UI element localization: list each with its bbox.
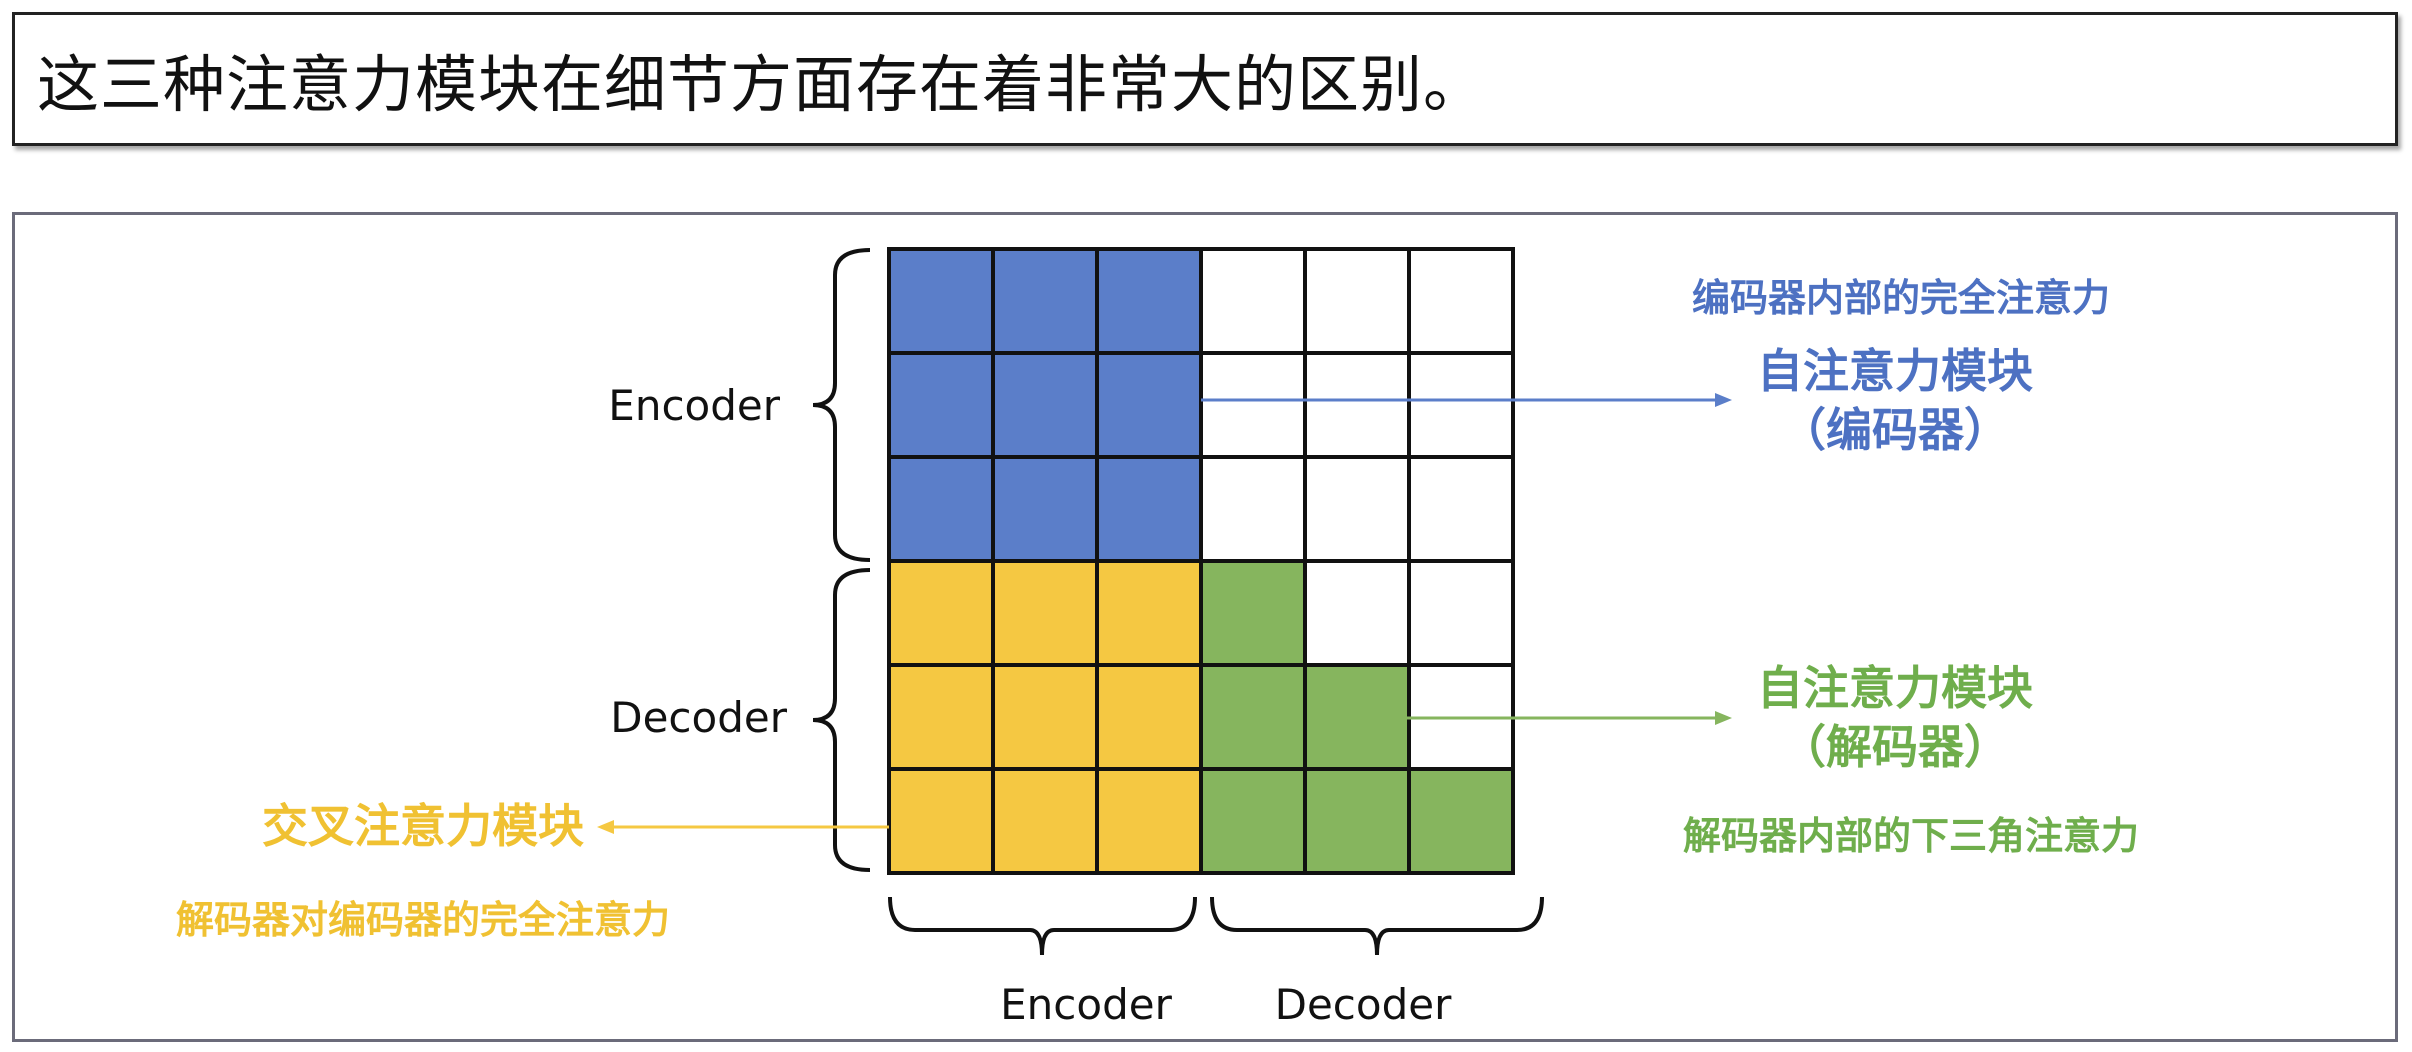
decoder-self-attention-arrow [1407, 711, 1732, 725]
matrix-cell-empty [1407, 351, 1515, 459]
matrix-cell-cross [1095, 663, 1203, 771]
title-box: 这三种注意力模块在细节方面存在着非常大的区别。 [12, 12, 2398, 146]
matrix-cell-encoder-self [1095, 455, 1203, 563]
decoder-self-attention-subtitle: （解码器） [1780, 720, 2010, 774]
matrix-cell-empty [1303, 559, 1411, 667]
matrix-cell-empty [1407, 455, 1515, 563]
matrix-cell-empty [1199, 247, 1307, 355]
col-label-encoder: Encoder [1000, 980, 1172, 1029]
encoder-attention-caption: 编码器内部的完全注意力 [1692, 276, 2110, 320]
attention-matrix [887, 247, 1515, 875]
attention-diagram: Encoder Decoder Encoder Decoder 编码器内部的完全… [176, 247, 2139, 1029]
decoder-row-brace [812, 568, 871, 872]
matrix-cell-decoder-self [1199, 767, 1307, 875]
decoder-col-brace [1210, 896, 1544, 956]
matrix-cell-decoder-self [1407, 767, 1515, 875]
matrix-cell-encoder-self [887, 351, 995, 459]
encoder-row-brace [812, 248, 871, 562]
matrix-cell-empty [1199, 455, 1307, 563]
encoder-self-attention-subtitle: （编码器） [1780, 403, 2010, 457]
matrix-cell-decoder-self [1303, 663, 1411, 771]
matrix-cell-empty [1199, 351, 1307, 459]
matrix-cell-encoder-self [991, 455, 1099, 563]
matrix-cell-empty [1303, 351, 1411, 459]
matrix-cell-cross [887, 663, 995, 771]
page-title: 这三种注意力模块在细节方面存在着非常大的区别。 [37, 48, 1487, 121]
matrix-cell-empty [1407, 559, 1515, 667]
matrix-cell-cross [991, 767, 1099, 875]
matrix-cell-cross [991, 663, 1099, 771]
matrix-cell-encoder-self [887, 247, 995, 355]
row-label-decoder: Decoder [610, 693, 787, 742]
matrix-cell-cross [1095, 767, 1203, 875]
matrix-cell-decoder-self [1199, 663, 1307, 771]
matrix-cell-decoder-self [1199, 559, 1307, 667]
matrix-cell-cross [1095, 559, 1203, 667]
matrix-cell-cross [887, 767, 995, 875]
cross-attention-caption: 解码器对编码器的完全注意力 [176, 898, 670, 942]
matrix-cell-cross [887, 559, 995, 667]
matrix-cell-encoder-self [1095, 351, 1203, 459]
encoder-self-attention-title: 自注意力模块 [1757, 344, 2033, 398]
col-label-decoder: Decoder [1275, 980, 1452, 1029]
cross-attention-arrow [597, 820, 889, 834]
matrix-cell-encoder-self [991, 351, 1099, 459]
row-label-encoder: Encoder [608, 381, 780, 430]
decoder-attention-caption: 解码器内部的下三角注意力 [1683, 814, 2139, 858]
cross-attention-title: 交叉注意力模块 [262, 799, 584, 853]
matrix-cell-decoder-self [1303, 767, 1411, 875]
matrix-cell-encoder-self [887, 455, 995, 563]
encoder-self-attention-arrow [1201, 393, 1732, 407]
matrix-cell-empty [1303, 247, 1411, 355]
matrix-cell-empty [1407, 247, 1515, 355]
matrix-cell-encoder-self [991, 247, 1099, 355]
diagram-panel: Encoder Decoder Encoder Decoder 编码器内部的完全… [12, 212, 2398, 1042]
encoder-col-brace [888, 896, 1197, 956]
matrix-cell-cross [991, 559, 1099, 667]
decoder-self-attention-title: 自注意力模块 [1757, 661, 2033, 715]
matrix-cell-empty [1303, 455, 1411, 563]
matrix-cell-encoder-self [1095, 247, 1203, 355]
